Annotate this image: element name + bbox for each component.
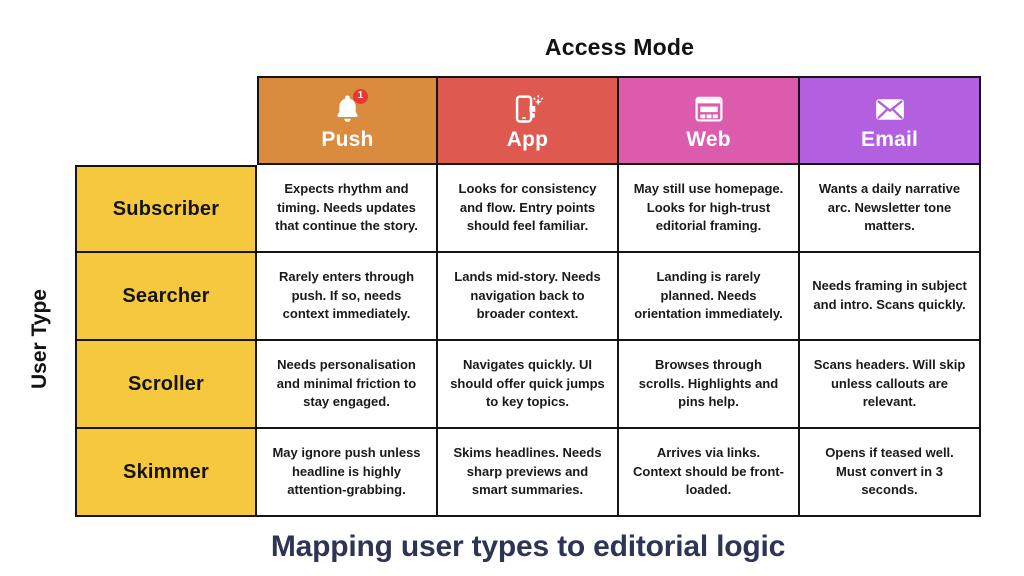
matrix-cell-searcher-app: Lands mid-story. Needs navigation back t… xyxy=(438,253,619,341)
column-header-label: Web xyxy=(686,127,731,151)
matrix-cell-scroller-push: Needs personalisation and minimal fricti… xyxy=(257,341,438,429)
column-header-email: Email xyxy=(800,76,981,165)
matrix-cell-subscriber-app: Looks for consistency and flow. Entry po… xyxy=(438,165,619,253)
matrix-cell-scroller-app: Navigates quickly. UI should offer quick… xyxy=(438,341,619,429)
column-header-web: Web xyxy=(619,76,800,165)
envelope-icon xyxy=(870,92,910,127)
column-header-label: Push xyxy=(321,127,374,151)
matrix-cell-skimmer-web: Arrives via links. Context should be fro… xyxy=(619,429,800,517)
smartphone-app-icon xyxy=(508,92,548,127)
column-header-label: Email xyxy=(860,127,919,151)
matrix-cell-skimmer-email: Opens if teased well. Must convert in 3 … xyxy=(800,429,981,517)
column-header-label: App xyxy=(506,127,549,151)
row-header-skimmer: Skimmer xyxy=(75,429,257,517)
matrix-cell-skimmer-push: May ignore push unless headline is highl… xyxy=(257,429,438,517)
row-header-subscriber: Subscriber xyxy=(75,165,257,253)
matrix-cell-searcher-web: Landing is rarely planned. Needs orienta… xyxy=(619,253,800,341)
matrix-cell-subscriber-email: Wants a daily narrative arc. Newsletter … xyxy=(800,165,981,253)
row-header-searcher: Searcher xyxy=(75,253,257,341)
matrix-cell-scroller-email: Scans headers. Will skip unless callouts… xyxy=(800,341,981,429)
row-header-scroller: Scroller xyxy=(75,341,257,429)
browser-window-icon xyxy=(690,92,728,127)
access-mode-axis-label: Access Mode xyxy=(544,34,695,60)
matrix-cell-searcher-email: Needs framing in subject and intro. Scan… xyxy=(800,253,981,341)
user-type-axis-label: User Type xyxy=(28,289,51,389)
matrix-table: 1 Push App We xyxy=(75,76,981,517)
row-header-label: Scroller xyxy=(127,372,205,395)
column-header-push: 1 Push xyxy=(257,76,438,165)
column-header-app: App xyxy=(438,76,619,165)
notification-badge: 1 xyxy=(353,88,368,104)
matrix-cell-searcher-push: Rarely enters through push. If so, needs… xyxy=(257,253,438,341)
caption-title: Mapping user types to editorial logic xyxy=(270,530,786,563)
matrix-cell-subscriber-push: Expects rhythm and timing. Needs updates… xyxy=(257,165,438,253)
bell-notification-icon: 1 xyxy=(329,88,368,127)
row-header-label: Searcher xyxy=(122,284,210,307)
row-header-label: Skimmer xyxy=(123,460,209,483)
corner-spacer xyxy=(75,76,257,165)
matrix-cell-subscriber-web: May still use homepage. Looks for high-t… xyxy=(619,165,800,253)
matrix-cell-skimmer-app: Skims headlines. Needs sharp previews an… xyxy=(438,429,619,517)
row-header-label: Subscriber xyxy=(112,197,220,220)
matrix-cell-scroller-web: Browses through scrolls. Highlights and … xyxy=(619,341,800,429)
